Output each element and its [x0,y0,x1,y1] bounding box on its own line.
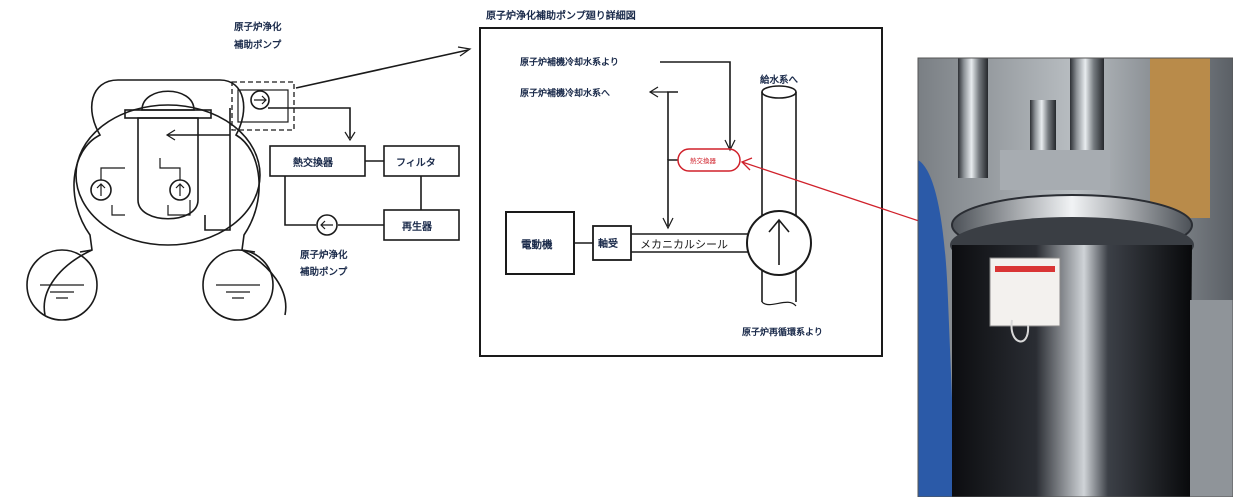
aux-pump-dashed-frame [231,81,295,131]
arrow-icon [768,218,790,265]
mech-seal-label: メカニカルシール [640,238,728,251]
regenerative-label: 再生器 [402,220,433,233]
bearing-label: 軸受 [598,237,618,250]
suppression-pool-right [202,249,274,321]
recirc-return [111,200,191,216]
upper-pipe-left [958,58,988,178]
heat-exchanger-label: 熱交換器 [293,156,334,169]
main-pump-label-2: 補助ポンプ [299,266,348,278]
feedwater-label: 給水系へ [760,74,799,86]
return-line [667,159,678,226]
photo-frame [917,57,1233,497]
arrow-icon [648,86,659,98]
suppression-pool-left [26,249,98,321]
worker-figure [918,160,956,497]
callout-line [741,161,941,229]
top-fittings [1000,150,1110,190]
aux-pump-label-1: 原子炉浄化 [234,21,282,33]
motor-label: 電動機 [521,238,553,251]
arrow-icon [344,131,356,142]
arrow-icon [254,95,267,105]
vent-pipes [79,249,256,253]
from-recirc-label: 原子炉再循環系より [742,326,823,338]
arrow-icon [320,220,333,230]
reactor-schematic [26,46,472,321]
outlet-label: 原子炉補機冷却水系へ [520,87,610,99]
core-vessel [137,117,199,220]
inlet-line [660,61,731,148]
arrow-icon [724,139,736,152]
floor-area [1190,300,1233,497]
arrow-icon [96,183,106,196]
outlet-riser [667,91,678,160]
water-level-icon [40,284,84,299]
water-level-icon [216,284,260,299]
filter-label: フィルタ [396,157,436,169]
detail-title: 原子炉浄化補助ポンプ廻り詳細図 [486,9,636,22]
aux-pump-label-2: 補助ポンプ [233,39,282,51]
equipment-photo [917,57,1233,497]
detail-diagram [479,27,941,357]
upper-pipe-right [1070,58,1104,168]
hx-filter-piping [284,160,422,226]
pipe-top-cap [761,85,797,99]
arrow-icon [662,217,674,230]
seal-cooler [677,148,741,172]
aux-pump-symbol [250,90,270,110]
drywell-body [75,104,261,246]
pipe-break [761,301,797,307]
arrow-icon [740,157,753,171]
arrow-icon [175,183,185,196]
sticker-stripe [995,266,1055,272]
background-crate [1150,58,1210,218]
inlet-label: 原子炉補機冷却水系より [520,56,619,68]
aux-pump-box [237,89,289,123]
shaft-seal-housing [631,233,748,253]
pipe-vessel-to-aux [204,108,231,231]
arrow-icon [457,46,472,57]
detail-frame [479,27,883,357]
pipe-aux-to-hx [268,107,351,138]
core-dome [141,90,195,111]
pump-casing [952,245,1192,497]
tag-wire [1010,319,1030,343]
main-pump-label-1: 原子炉浄化 [300,249,348,261]
recirc-piping [100,158,181,180]
arrow-to-detail [295,49,469,89]
arrow-icon [165,129,176,141]
main-pump-symbol [316,214,338,236]
core-head [124,109,212,119]
cooler-tag: 熱交換器 [690,156,717,165]
